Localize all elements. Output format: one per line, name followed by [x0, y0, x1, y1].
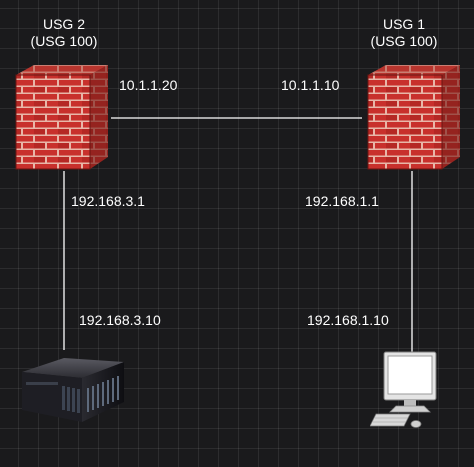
lan2-host-ip: 192.168.3.10 — [79, 312, 161, 328]
usg1-label: USG 1 (USG 100) — [354, 16, 454, 50]
server-node[interactable] — [18, 352, 128, 424]
lan2-gateway-ip: 192.168.3.1 — [71, 193, 145, 209]
usg2-label: USG 2 (USG 100) — [14, 16, 114, 50]
firewall-icon — [15, 65, 108, 170]
usg1-model: (USG 100) — [370, 33, 438, 49]
firewall-icon — [367, 65, 460, 170]
usg1-name: USG 1 — [382, 16, 425, 32]
wan-right-ip: 10.1.1.10 — [281, 77, 340, 93]
lan1-gateway-ip: 192.168.1.1 — [305, 193, 379, 209]
workstation-node[interactable] — [369, 350, 442, 432]
wan-left-ip: 10.1.1.20 — [119, 77, 178, 93]
usg2-name: USG 2 — [42, 16, 85, 32]
usg1-node[interactable] — [362, 65, 462, 171]
usg2-model: (USG 100) — [30, 33, 98, 49]
server-icon — [22, 358, 124, 422]
lan1-host-ip: 192.168.1.10 — [307, 312, 389, 328]
usg2-node[interactable] — [10, 65, 110, 171]
workstation-icon — [369, 351, 437, 428]
